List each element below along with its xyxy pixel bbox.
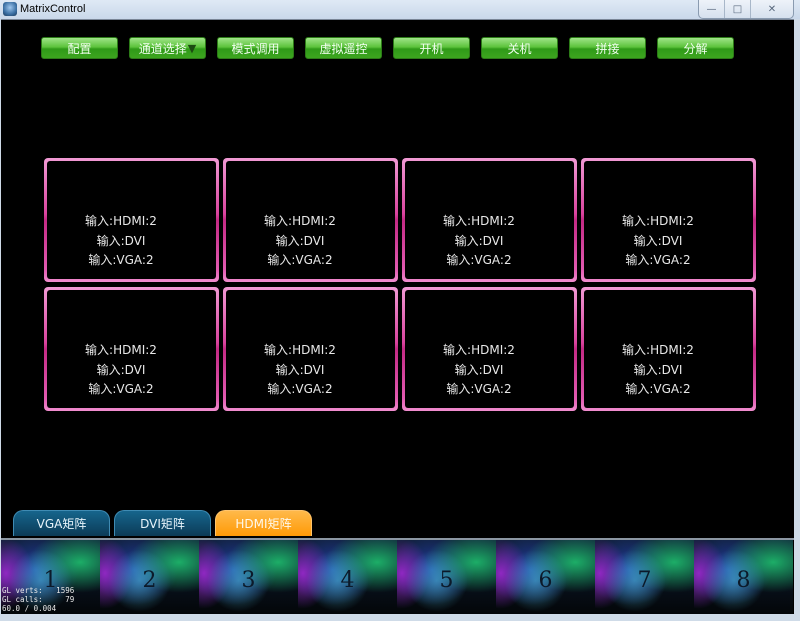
dropdown-arrow-icon: ▼	[187, 41, 197, 55]
close-button[interactable]: ✕	[750, 0, 793, 18]
screen-grid: 输入:HDMI:2 输入:DVI 输入:VGA:2 输入:HDMI:2 输入:D…	[44, 158, 756, 411]
channel-number: 6	[538, 568, 553, 593]
hdmi-input-text: 输入:HDMI:2	[443, 214, 515, 228]
client-area: 配置 通道选择▼ 模式调用 虚拟遥控 开机 关机 拼接 分解 输入:HDMI:2…	[1, 19, 794, 539]
dvi-input-text: 输入:DVI	[275, 362, 325, 377]
channel-number: 3	[241, 568, 256, 593]
gl-verts-text: GL verts: 1596	[2, 586, 75, 595]
channel-number: 7	[637, 568, 652, 593]
vga-input-text: 输入:VGA:2	[625, 253, 691, 267]
channel-thumbnail[interactable]: 5	[397, 540, 496, 614]
channel-strip: 1 2 3 4 5 6 7 8	[1, 538, 794, 616]
hdmi-input-text: 输入:HDMI:2	[443, 343, 515, 357]
tab-hdmi-matrix[interactable]: HDMI矩阵	[215, 510, 312, 536]
splice-button[interactable]: 拼接	[569, 37, 646, 59]
channel-thumbnail[interactable]: 4	[298, 540, 397, 614]
tab-vga-matrix[interactable]: VGA矩阵	[13, 510, 110, 536]
dvi-input-text: 输入:DVI	[454, 233, 504, 248]
config-button-label: 配置	[67, 41, 92, 56]
screen-cell[interactable]: 输入:HDMI:2 输入:DVI 输入:VGA:2	[402, 158, 577, 282]
channel-thumbnail[interactable]: 2	[100, 540, 199, 614]
dvi-input-text: 输入:DVI	[96, 362, 146, 377]
vga-input-text: 输入:VGA:2	[446, 253, 512, 267]
hdmi-input-text: 输入:HDMI:2	[622, 214, 694, 228]
channel-thumbnail[interactable]: 3	[199, 540, 298, 614]
hdmi-input-text: 输入:HDMI:2	[264, 214, 336, 228]
tab-dvi-matrix[interactable]: DVI矩阵	[114, 510, 211, 536]
channel-number: 5	[439, 568, 454, 593]
hdmi-input-text: 输入:HDMI:2	[85, 214, 157, 228]
gl-calls-text: GL calls: 79	[2, 595, 75, 604]
channel-number: 4	[340, 568, 355, 593]
fps-text: 60.0 / 0.004	[2, 604, 57, 613]
matrix-tabs: VGA矩阵 DVI矩阵 HDMI矩阵	[13, 510, 312, 536]
config-button[interactable]: 配置	[41, 37, 118, 59]
minimize-icon: —	[706, 3, 717, 15]
screen-cell[interactable]: 输入:HDMI:2 输入:DVI 输入:VGA:2	[581, 287, 756, 411]
power-off-button[interactable]: 关机	[481, 37, 558, 59]
splice-label: 拼接	[595, 41, 620, 56]
vga-input-text: 输入:VGA:2	[267, 382, 333, 396]
screen-cell[interactable]: 输入:HDMI:2 输入:DVI 输入:VGA:2	[223, 158, 398, 282]
channel-select-button[interactable]: 通道选择▼	[129, 37, 206, 59]
power-off-label: 关机	[507, 41, 532, 56]
virtual-remote-label: 虚拟遥控	[319, 41, 368, 56]
channel-thumbnail[interactable]: 7	[595, 540, 694, 614]
window-title: MatrixControl	[20, 3, 86, 15]
mode-recall-label: 模式调用	[231, 41, 280, 56]
channel-select-label: 通道选择	[138, 41, 187, 56]
vga-input-text: 输入:VGA:2	[446, 382, 512, 396]
dvi-input-text: 输入:DVI	[275, 233, 325, 248]
maximize-button[interactable]: □	[724, 0, 750, 18]
app-icon	[3, 2, 17, 16]
close-icon: ✕	[767, 3, 777, 15]
dvi-input-text: 输入:DVI	[96, 233, 146, 248]
virtual-remote-button[interactable]: 虚拟遥控	[305, 37, 382, 59]
screen-cell[interactable]: 输入:HDMI:2 输入:DVI 输入:VGA:2	[581, 158, 756, 282]
maximize-icon: □	[732, 3, 743, 15]
mode-recall-button[interactable]: 模式调用	[217, 37, 294, 59]
vga-input-text: 输入:VGA:2	[267, 253, 333, 267]
power-on-label: 开机	[419, 41, 444, 56]
channel-thumbnail[interactable]: 1	[1, 540, 100, 614]
vga-input-text: 输入:VGA:2	[625, 382, 691, 396]
window-controls: — □ ✕	[698, 0, 794, 19]
toolbar: 配置 通道选择▼ 模式调用 虚拟遥控 开机 关机 拼接 分解	[41, 37, 734, 59]
vga-input-text: 输入:VGA:2	[88, 253, 154, 267]
screen-cell[interactable]: 输入:HDMI:2 输入:DVI 输入:VGA:2	[44, 287, 219, 411]
screen-cell[interactable]: 输入:HDMI:2 输入:DVI 输入:VGA:2	[402, 287, 577, 411]
split-button[interactable]: 分解	[657, 37, 734, 59]
window-frame-bottom	[0, 614, 800, 621]
channel-thumbnail[interactable]: 8	[694, 540, 793, 614]
tab-label: DVI矩阵	[140, 517, 185, 531]
channel-number: 1	[43, 568, 58, 593]
title-bar: MatrixControl — □ ✕	[0, 0, 800, 19]
tab-label: HDMI矩阵	[235, 517, 292, 531]
tab-label: VGA矩阵	[36, 517, 87, 531]
minimize-button[interactable]: —	[699, 0, 724, 18]
hdmi-input-text: 输入:HDMI:2	[85, 343, 157, 357]
dvi-input-text: 输入:DVI	[454, 362, 504, 377]
channel-thumbnail[interactable]: 6	[496, 540, 595, 614]
screen-cell[interactable]: 输入:HDMI:2 输入:DVI 输入:VGA:2	[44, 158, 219, 282]
split-label: 分解	[683, 41, 708, 56]
channel-number: 8	[736, 568, 751, 593]
hdmi-input-text: 输入:HDMI:2	[264, 343, 336, 357]
vga-input-text: 输入:VGA:2	[88, 382, 154, 396]
power-on-button[interactable]: 开机	[393, 37, 470, 59]
screen-cell[interactable]: 输入:HDMI:2 输入:DVI 输入:VGA:2	[223, 287, 398, 411]
dvi-input-text: 输入:DVI	[633, 233, 683, 248]
channel-number: 2	[142, 568, 157, 593]
hdmi-input-text: 输入:HDMI:2	[622, 343, 694, 357]
dvi-input-text: 输入:DVI	[633, 362, 683, 377]
window-frame-right	[795, 19, 800, 621]
